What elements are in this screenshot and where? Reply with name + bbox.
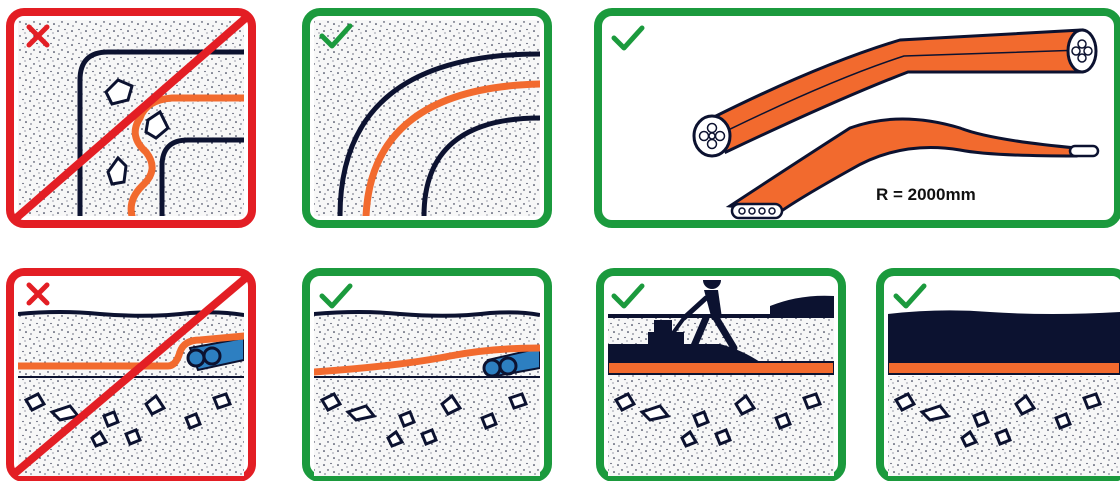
panel-gentle-bend xyxy=(306,12,548,224)
panel-cable-over-pipes xyxy=(10,272,252,478)
panel-sharp-bend xyxy=(10,12,252,224)
panel-cable-ramp xyxy=(306,272,548,478)
panel-backfill-compact xyxy=(600,271,842,478)
cable-layer xyxy=(888,362,1120,374)
panel-bend-radius: R = 2000mm xyxy=(598,12,1118,224)
panel-surface-restored xyxy=(880,272,1120,478)
bend-radius-label: R = 2000mm xyxy=(876,185,976,204)
cable-layer xyxy=(608,362,834,374)
